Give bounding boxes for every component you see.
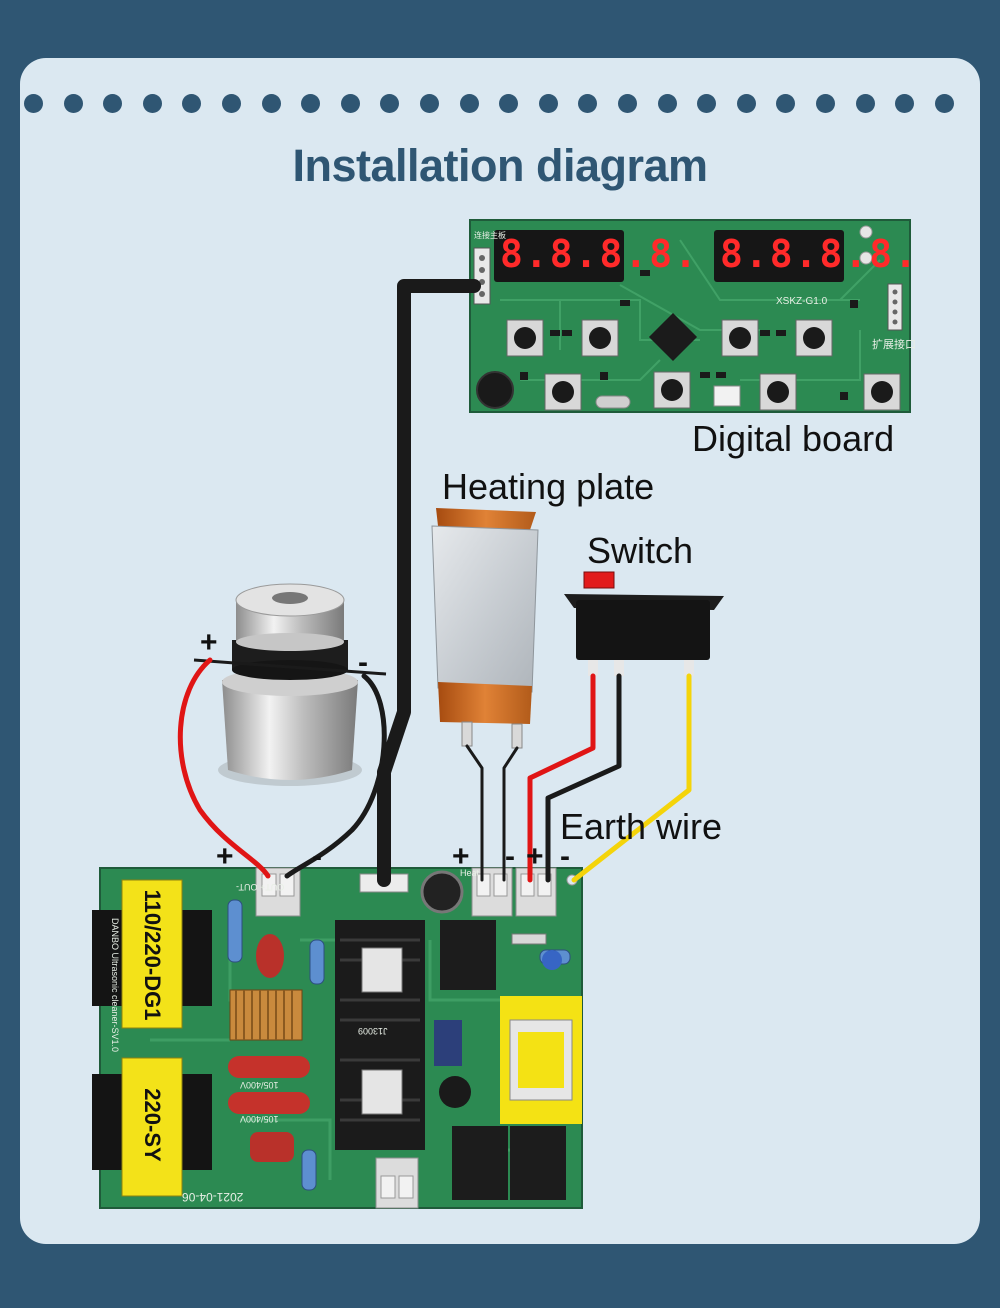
heat-plus-sign: + <box>452 840 470 873</box>
display-right-digits: 8.8.8.8. <box>720 232 920 276</box>
decoration-dot <box>618 94 637 113</box>
out-plus-sign: + <box>216 840 234 873</box>
tactile-buttons <box>506 319 901 411</box>
transistor-label: J13009 <box>358 1026 388 1036</box>
decoration-dot <box>538 94 558 113</box>
label-heating-plate: Heating plate <box>442 466 655 507</box>
decoration-dot <box>420 94 439 113</box>
transformer-1 <box>92 879 212 1029</box>
digital-board-model: XSKZ-G1.0 <box>776 296 828 307</box>
wire-switch-red <box>527 673 596 883</box>
label-digital-board: Digital board <box>692 418 895 459</box>
transducer-minus-sign: - <box>358 646 368 679</box>
power-minus-sign: - <box>560 840 570 873</box>
wire-transducer-plus <box>177 657 271 879</box>
decoration-dot <box>103 94 123 113</box>
capacitor-1-label: 105/400V <box>240 1080 279 1090</box>
out-minus-sign: - <box>312 840 322 873</box>
terminal-out <box>255 867 301 917</box>
decoration-dot <box>895 94 915 113</box>
power-plus-sign: + <box>526 840 544 873</box>
page-title: Installation diagram <box>292 140 708 191</box>
decoration-dot <box>142 94 162 113</box>
dot-row-decoration <box>24 94 976 114</box>
display-left-digits: 8.8.8.8. <box>500 232 700 276</box>
decoration-dot <box>24 94 43 113</box>
decoration-dot <box>380 94 400 113</box>
heat-minus-sign: - <box>505 840 515 873</box>
transducer-plus-sign: + <box>200 626 218 659</box>
terminal-bottom <box>375 1157 419 1209</box>
wire-earth <box>571 673 692 883</box>
driver-board <box>92 867 583 1209</box>
decoration-dot <box>934 94 954 113</box>
wire-transducer-minus <box>284 673 387 879</box>
expansion-port-label: 扩展接口 <box>872 339 916 351</box>
led-display-right <box>714 230 844 282</box>
decoration-dot <box>261 94 281 113</box>
transformer-2 <box>92 1057 212 1197</box>
decoration-dot <box>459 94 479 113</box>
capacitor-2-label: 105/400V <box>240 1114 279 1124</box>
decoration-dot <box>340 94 360 113</box>
heatsink <box>335 920 425 1150</box>
decoration-dot <box>816 94 835 113</box>
main-board-port-label: 连接主板 <box>474 231 506 240</box>
transformer-2-label: 220-SY <box>140 1088 165 1162</box>
digital-board <box>469 219 911 413</box>
heating-plate <box>431 508 539 749</box>
led-display-left <box>494 230 624 282</box>
port-out-label: OUT+ OUT- <box>236 882 285 892</box>
decoration-dot <box>657 94 677 113</box>
decoration-dot <box>499 94 519 113</box>
rocker-switch <box>564 571 724 676</box>
decoration-dot <box>182 94 202 113</box>
decoration-dot <box>776 94 796 113</box>
label-earth-wire: Earth wire <box>560 806 723 847</box>
wire-heat-minus <box>502 746 519 882</box>
board-name-label: DANBO Ultrasonic cleaner-SV1.0 <box>110 917 120 1053</box>
decoration-dot <box>697 94 717 113</box>
decoration-dot <box>63 94 83 113</box>
transformer-1-label: 110/220-DG1 <box>140 889 165 1021</box>
wiring <box>177 279 692 887</box>
decoration-dot <box>301 94 321 113</box>
decoration-dot <box>855 94 875 113</box>
wire-switch-black <box>545 673 622 883</box>
decoration-dot <box>222 94 241 113</box>
wire-heat-plus <box>465 744 484 882</box>
decoration-dot <box>578 94 598 113</box>
label-switch: Switch <box>587 530 694 571</box>
port-heat-label: Heat <box>460 868 480 878</box>
decoration-dot <box>736 94 756 113</box>
ribbon-cable <box>377 279 481 887</box>
ultrasonic-transducer <box>193 583 387 786</box>
date-code-label: 2021-04-06 <box>182 1190 244 1204</box>
